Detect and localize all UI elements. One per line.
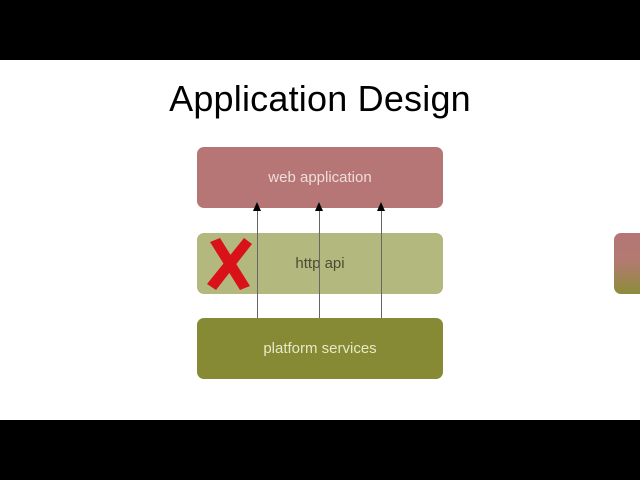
bottom-letterbox bbox=[0, 420, 640, 480]
top-letterbox bbox=[0, 0, 640, 60]
arrow-up-2 bbox=[315, 202, 323, 318]
arrow-up-1 bbox=[253, 202, 261, 318]
layer-label: web application bbox=[268, 169, 372, 186]
arrowhead-icon bbox=[315, 202, 323, 211]
slide: Application Design web application http … bbox=[0, 60, 640, 420]
layer-platform-services: platform services bbox=[197, 318, 443, 379]
slide-title: Application Design bbox=[169, 78, 471, 119]
red-x-mark-icon bbox=[207, 238, 252, 290]
arrow-up-3 bbox=[377, 202, 385, 318]
next-slide-peek bbox=[614, 233, 640, 294]
layer-label: http api bbox=[295, 255, 345, 272]
layer-web-application: web application bbox=[197, 147, 443, 208]
arrowhead-icon bbox=[377, 202, 385, 211]
layer-label: platform services bbox=[263, 340, 377, 357]
arrowhead-icon bbox=[253, 202, 261, 211]
